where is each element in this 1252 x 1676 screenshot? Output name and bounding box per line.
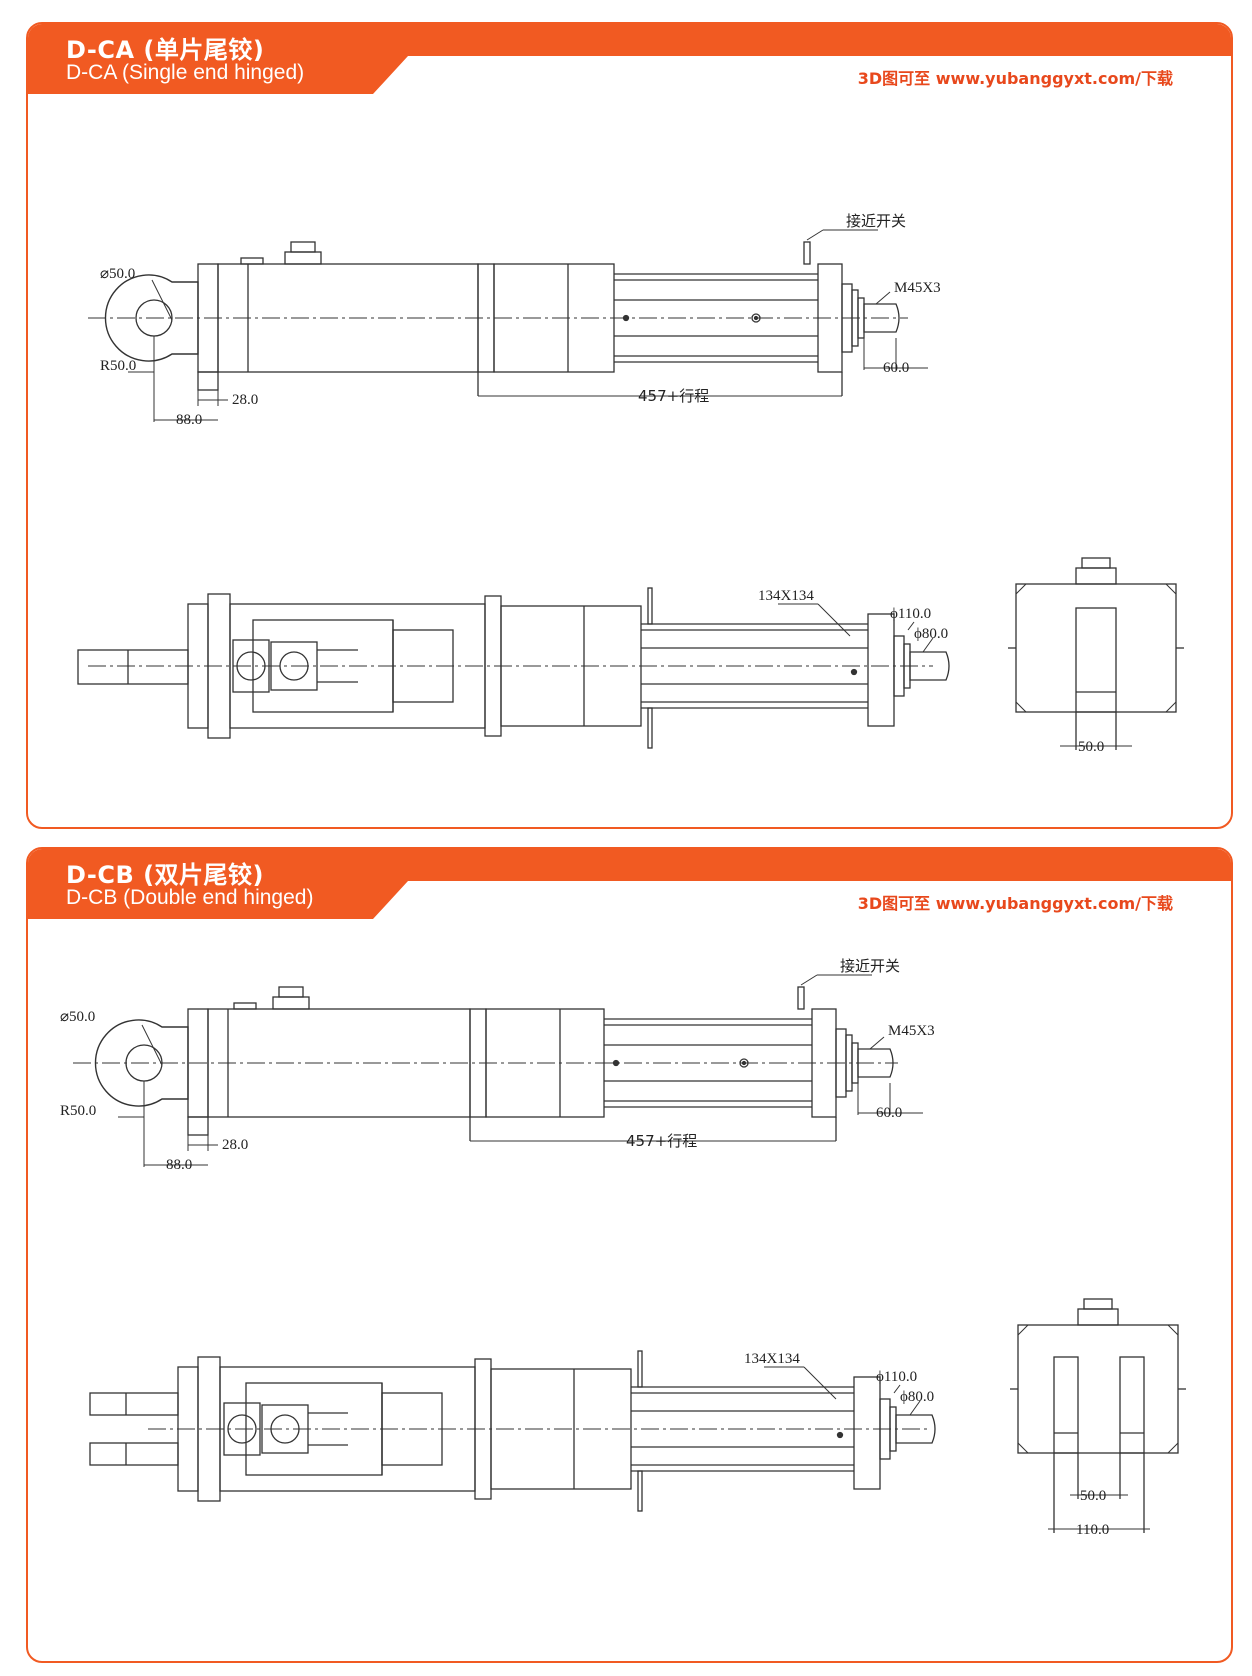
label-end-50: 50.0 bbox=[1080, 1488, 1106, 1504]
title-english: D-CB (Double end hinged) bbox=[66, 886, 314, 909]
label-dim-88: 88.0 bbox=[176, 412, 202, 428]
end-view bbox=[1010, 1298, 1186, 1533]
label-dim-60: 60.0 bbox=[883, 360, 909, 376]
label-thread: M45X3 bbox=[894, 280, 941, 296]
side-view bbox=[88, 229, 928, 422]
side-view bbox=[73, 974, 923, 1167]
label-phi110: ϕ110.0 bbox=[890, 606, 931, 622]
title-english: D-CA (Single end hinged) bbox=[66, 61, 305, 84]
label-proximity-switch: 接近开关 bbox=[840, 957, 900, 975]
label-bore: ⌀50.0 bbox=[100, 266, 135, 282]
label-radius: R50.0 bbox=[100, 358, 136, 374]
label-bore: ⌀50.0 bbox=[60, 1009, 95, 1025]
label-dim-28: 28.0 bbox=[222, 1137, 248, 1153]
label-end-110: 110.0 bbox=[1076, 1522, 1109, 1538]
label-stroke: 457+行程 bbox=[638, 387, 709, 405]
label-end-50: 50.0 bbox=[1078, 739, 1104, 755]
label-thread: M45X3 bbox=[888, 1023, 935, 1039]
top-view bbox=[77, 587, 950, 749]
label-phi80: ϕ80.0 bbox=[914, 626, 948, 642]
panel-header: D-CA (单片尾铰) D-CA (Single end hinged) 3D图… bbox=[28, 24, 1231, 94]
label-dim-28: 28.0 bbox=[232, 392, 258, 408]
panel-d-ca: D-CA (单片尾铰) D-CA (Single end hinged) 3D图… bbox=[26, 22, 1233, 829]
technical-drawing: 接近开关 ⌀50.0 R50.0 28.0 88.0 M45X3 60.0 45… bbox=[60, 957, 1186, 1538]
top-view bbox=[89, 1350, 936, 1512]
download-link[interactable]: 3D图可至 www.yubanggyxt.com/下载 bbox=[857, 894, 1173, 913]
header-banner bbox=[28, 849, 1231, 919]
label-stroke: 457+行程 bbox=[626, 1132, 697, 1150]
panel-d-cb: D-CB (双片尾铰) D-CB (Double end hinged) 3D图… bbox=[26, 847, 1233, 1663]
label-square: 134X134 bbox=[758, 588, 814, 604]
title-chinese: D-CB (双片尾铰) bbox=[66, 861, 265, 889]
download-link[interactable]: 3D图可至 www.yubanggyxt.com/下载 bbox=[857, 69, 1173, 88]
label-dim-60: 60.0 bbox=[876, 1105, 902, 1121]
technical-drawing: 接近开关 ⌀50.0 R50.0 28.0 88.0 M45X3 60.0 45… bbox=[77, 212, 1184, 755]
label-phi80: ϕ80.0 bbox=[900, 1389, 934, 1405]
label-square: 134X134 bbox=[744, 1351, 800, 1367]
label-phi110: ϕ110.0 bbox=[876, 1369, 917, 1385]
end-view bbox=[1008, 557, 1184, 750]
label-dim-88: 88.0 bbox=[166, 1157, 192, 1173]
panel-header: D-CB (双片尾铰) D-CB (Double end hinged) 3D图… bbox=[28, 849, 1231, 919]
header-banner bbox=[28, 24, 1231, 94]
label-proximity-switch: 接近开关 bbox=[846, 212, 906, 230]
label-radius: R50.0 bbox=[60, 1103, 96, 1119]
title-chinese: D-CA (单片尾铰) bbox=[66, 36, 265, 64]
